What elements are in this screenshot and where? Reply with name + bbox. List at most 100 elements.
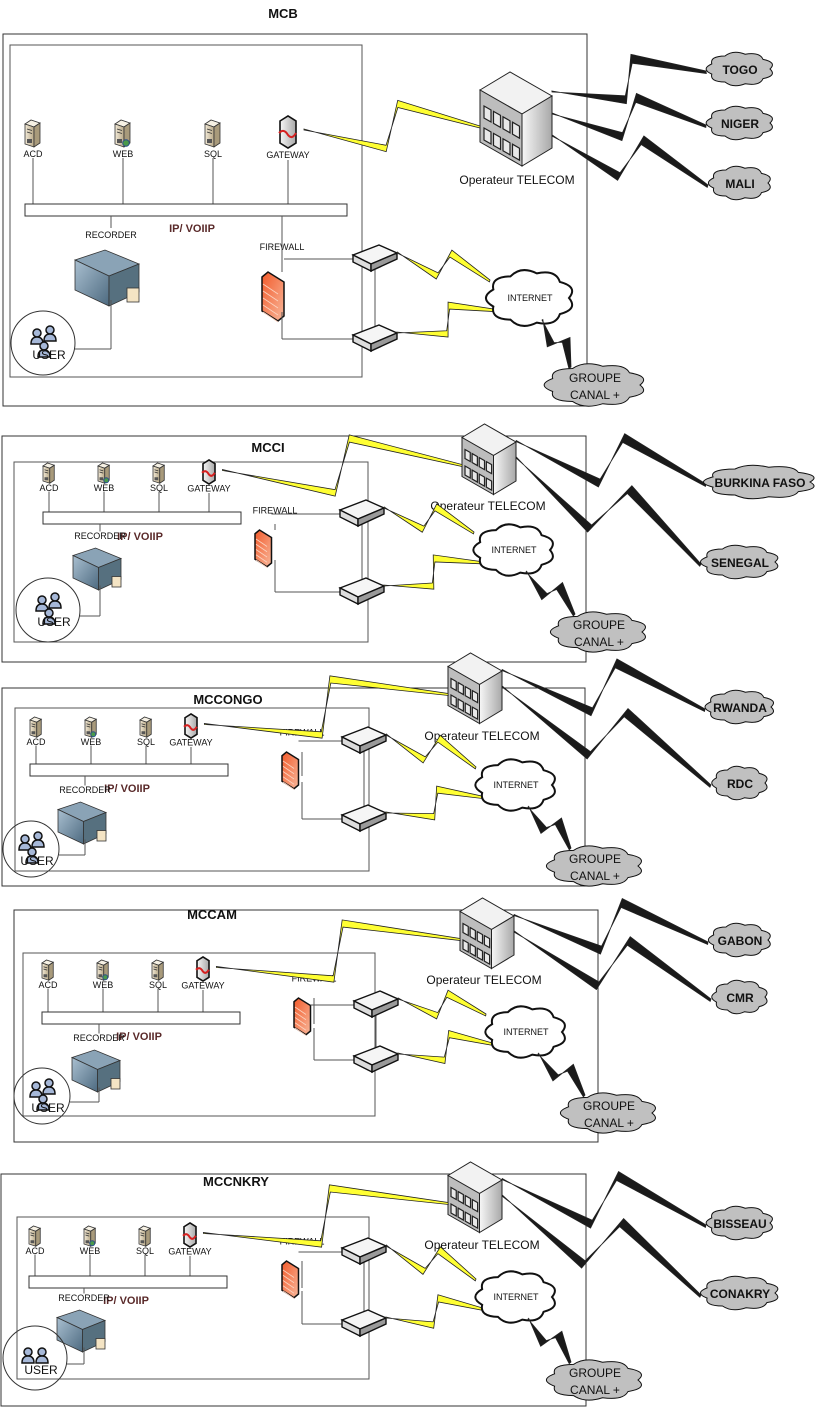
building-side (479, 1179, 503, 1234)
gateway-label: GATEWAY (169, 738, 212, 748)
building-window (464, 1194, 472, 1209)
building-window (450, 1202, 457, 1218)
server-vent (27, 139, 32, 143)
building-window (492, 132, 502, 151)
operator-label: Operateur TELECOM (424, 729, 539, 743)
sql-server-icon (204, 119, 221, 148)
telecom-building-icon (447, 1161, 503, 1234)
firewall-brick-line (294, 1027, 307, 1036)
lan-frame (22, 952, 376, 1117)
recorder-icon (71, 547, 123, 591)
server-slot (140, 1234, 145, 1237)
firewall-body (281, 1260, 300, 1299)
wan-link-operator-country (551, 134, 709, 189)
acd-server-icon (29, 716, 43, 738)
network-label: IP/ VOIIP (117, 531, 163, 543)
server-front (28, 1228, 37, 1247)
firewall-brick-line (282, 765, 295, 775)
wireless-link-router-internet (397, 989, 487, 1020)
building-window (476, 930, 484, 945)
firewall-body (261, 271, 285, 322)
web-server-icon (97, 462, 111, 484)
building-window (457, 1190, 464, 1205)
server-slot (98, 966, 103, 969)
server-slot (116, 131, 123, 134)
user-label: USER (20, 854, 54, 868)
internet-cloud (472, 523, 554, 577)
users-group (13, 1067, 71, 1125)
router-icon (340, 1237, 388, 1266)
server-slot (86, 723, 91, 726)
firewall-brick-line (294, 1011, 307, 1021)
user-icon (42, 616, 56, 625)
user-icon (50, 592, 60, 602)
server-slot (154, 471, 159, 474)
firewall-brick-line (282, 771, 295, 780)
telecom-building-icon (459, 897, 515, 970)
firewall-brick-line (255, 549, 268, 558)
wan-link-internet-canal (541, 318, 572, 369)
gateway-arrow (278, 129, 297, 139)
router-icon (340, 1309, 388, 1338)
country-cloud (711, 979, 768, 1015)
server-slot (85, 1234, 90, 1237)
user-icon (31, 1081, 41, 1091)
building-window (450, 693, 457, 709)
web-server-icon (114, 119, 131, 148)
server-slot (44, 471, 49, 474)
user-icon (43, 333, 57, 342)
gateway-icon (201, 459, 216, 485)
wan-link-operator-country (513, 897, 709, 955)
wan-link-internet-canal (537, 1052, 586, 1098)
wireless-link-gateway-operator (215, 919, 461, 983)
server-vent (98, 974, 103, 978)
sql-label: SQL (136, 1246, 154, 1256)
country-label: NIGER (721, 117, 759, 131)
firewall-brick-line (255, 554, 268, 563)
router-side (359, 1244, 387, 1266)
acd-server-icon (41, 959, 55, 981)
wan-link-operator-country (551, 53, 707, 105)
country-cloud (699, 1275, 779, 1311)
web-server-icon (96, 959, 110, 981)
firewall-brick-line (262, 290, 279, 302)
router-icon (338, 577, 386, 606)
firewall-brick-line (282, 1269, 295, 1278)
sql-server-icon (152, 462, 166, 484)
wireless-link-router-internet (385, 785, 487, 821)
firewall-brick-line (255, 543, 268, 553)
recorder-drive (110, 1078, 121, 1090)
canal-label-line2: CANAL + (570, 1383, 620, 1397)
web-server-icon (83, 1225, 97, 1247)
building-window (457, 681, 464, 696)
internet-cloud (474, 1270, 556, 1324)
server-front (204, 123, 215, 148)
router-side (359, 733, 387, 755)
country-cloud (705, 105, 773, 141)
country-cloud (704, 689, 774, 725)
firewall-brick-line (294, 1022, 307, 1031)
server-front (41, 962, 50, 981)
sql-label: SQL (137, 737, 155, 747)
wireless-link-router-internet (385, 733, 477, 770)
router-side (370, 251, 398, 273)
wan-link-operator-country (501, 685, 712, 788)
recorder-icon (56, 801, 108, 845)
internet-label: INTERNET (504, 1027, 550, 1037)
web-label: WEB (80, 1246, 101, 1256)
wireless-link-gateway-operator (202, 1184, 449, 1248)
site-frame (1, 687, 586, 887)
firewall-brick-line (282, 1280, 295, 1289)
user-icon (37, 349, 51, 358)
user-label: USER (32, 348, 66, 362)
web-label: WEB (94, 483, 115, 493)
ip-voip-bus (24, 203, 348, 217)
groupe-canal-cloud (545, 845, 642, 887)
wan-link-operator-country (501, 658, 706, 717)
firewall-icon (281, 1260, 300, 1299)
canal-label-line2: CANAL + (584, 1116, 634, 1130)
server-slot (141, 723, 146, 726)
server-front (151, 962, 160, 981)
gateway-arrow (201, 470, 216, 477)
